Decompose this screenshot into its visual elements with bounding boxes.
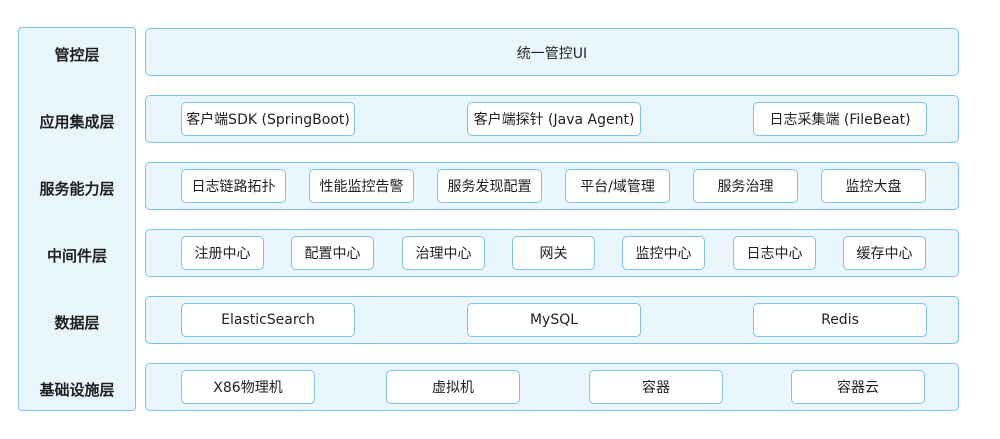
component-box: X86物理机	[181, 370, 315, 404]
component-box: MySQL	[467, 303, 641, 337]
component-box: 服务治理	[693, 169, 798, 203]
layer-row-service: 日志链路拓扑 性能监控告警 服务发现配置 平台/域管理 服务治理 监控大盘	[145, 162, 959, 210]
component-box: 客户端探针 (Java Agent)	[467, 102, 641, 136]
component-box: 容器云	[791, 370, 925, 404]
layer-row-middleware: 注册中心 配置中心 治理中心 网关 监控中心 日志中心 缓存中心	[145, 229, 959, 277]
layer-label-management: 管控层	[54, 46, 100, 64]
component-box: 性能监控告警	[309, 169, 414, 203]
component-box: 平台/域管理	[565, 169, 670, 203]
component-box: 监控大盘	[821, 169, 926, 203]
layer-row-infrastructure: X86物理机 虚拟机 容器 容器云	[145, 363, 959, 411]
layer-label-service: 服务能力层	[39, 180, 115, 198]
component-box: 注册中心	[181, 236, 264, 270]
component-box: 日志链路拓扑	[181, 169, 286, 203]
layer-label-infrastructure: 基础设施层	[39, 381, 115, 399]
component-box: 虚拟机	[386, 370, 520, 404]
component-box: 治理中心	[402, 236, 485, 270]
component-box: 客户端SDK (SpringBoot)	[181, 102, 355, 136]
layer-label-column	[18, 27, 136, 411]
layer-row-integration: 客户端SDK (SpringBoot) 客户端探针 (Java Agent) 日…	[145, 95, 959, 143]
component-box: 配置中心	[291, 236, 374, 270]
layer-label-data: 数据层	[54, 314, 100, 332]
component-box: ElasticSearch	[181, 303, 355, 337]
component-box: 服务发现配置	[437, 169, 542, 203]
component-box: 网关	[512, 236, 595, 270]
component-box: Redis	[753, 303, 927, 337]
component-box: 日志采集端 (FileBeat)	[753, 102, 927, 136]
layer-row-management: 统一管控UI	[145, 28, 959, 76]
layer-row-data: ElasticSearch MySQL Redis	[145, 296, 959, 344]
layer-label-integration: 应用集成层	[39, 113, 115, 131]
component-box: 缓存中心	[843, 236, 926, 270]
layer-label-middleware: 中间件层	[46, 247, 107, 265]
component-box: 监控中心	[622, 236, 705, 270]
component-box: 日志中心	[733, 236, 816, 270]
component-box: 容器	[589, 370, 723, 404]
unified-ui-label: 统一管控UI	[516, 46, 588, 62]
